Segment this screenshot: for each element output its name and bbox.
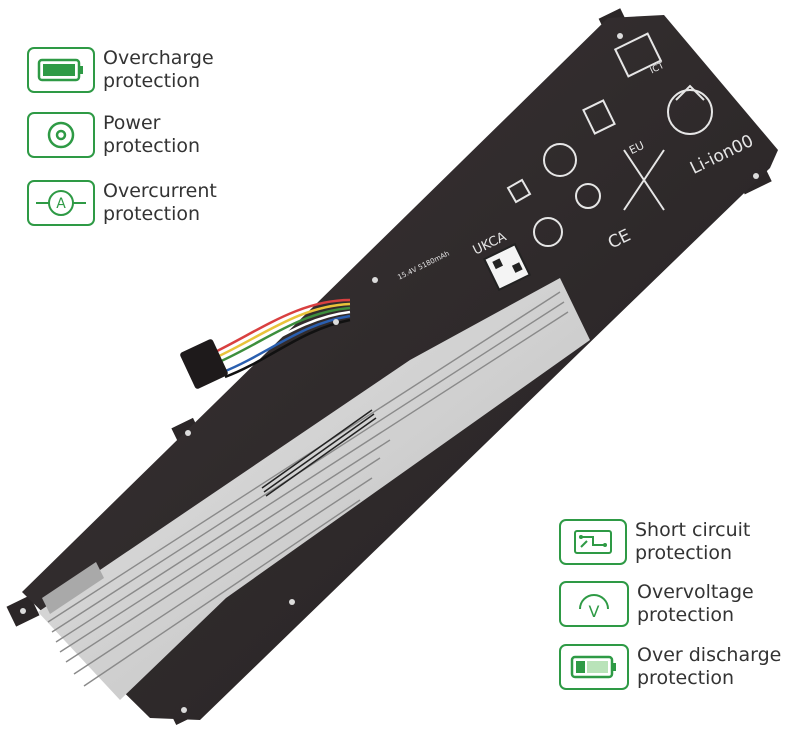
feature-label: Over discharge protection xyxy=(637,644,782,689)
feature-over-discharge: Over discharge protection xyxy=(559,644,781,690)
connector xyxy=(180,339,228,389)
feature-power: Power protection xyxy=(27,112,200,158)
eu-mark: EU xyxy=(627,139,646,157)
screw-holes xyxy=(20,33,759,713)
rohs-icon xyxy=(575,183,601,209)
label-text-lines xyxy=(47,291,569,687)
feature-overcurrent: A Overcurrent protection xyxy=(27,180,217,226)
feature-label: Overcurrent protection xyxy=(103,180,217,225)
feature-label: Short circuit protection xyxy=(635,519,751,564)
five-icon xyxy=(533,217,563,247)
feature-label: Overcharge protection xyxy=(103,47,214,92)
power-circle-icon xyxy=(27,112,95,158)
certification-marks xyxy=(506,32,713,247)
svg-text:A: A xyxy=(56,196,66,212)
ammeter-icon: A xyxy=(27,180,95,226)
eight-icon xyxy=(582,99,616,135)
battery-low-icon xyxy=(559,644,629,690)
feature-label: Power protection xyxy=(103,112,201,157)
crossed-bin-icon xyxy=(623,149,665,211)
seal-icon xyxy=(543,143,577,177)
wire-harness xyxy=(214,298,351,379)
circuit-board-icon xyxy=(559,519,627,565)
kc-icon xyxy=(506,178,532,204)
qr-code xyxy=(482,242,532,292)
ict-icon xyxy=(613,32,663,78)
feature-short-circuit: Short circuit protection xyxy=(559,519,750,565)
recycle-icon xyxy=(667,89,713,135)
battery-full-icon xyxy=(27,47,95,93)
svg-text:V: V xyxy=(589,602,600,621)
blurred-logo xyxy=(42,562,104,614)
feature-overcharge: Overcharge protection xyxy=(27,47,214,93)
feature-label: Overvoltage protection xyxy=(637,581,754,626)
barcode xyxy=(261,409,377,497)
voltmeter-icon: V xyxy=(559,581,629,627)
feature-overvoltage: V Overvoltage protection xyxy=(559,581,754,627)
